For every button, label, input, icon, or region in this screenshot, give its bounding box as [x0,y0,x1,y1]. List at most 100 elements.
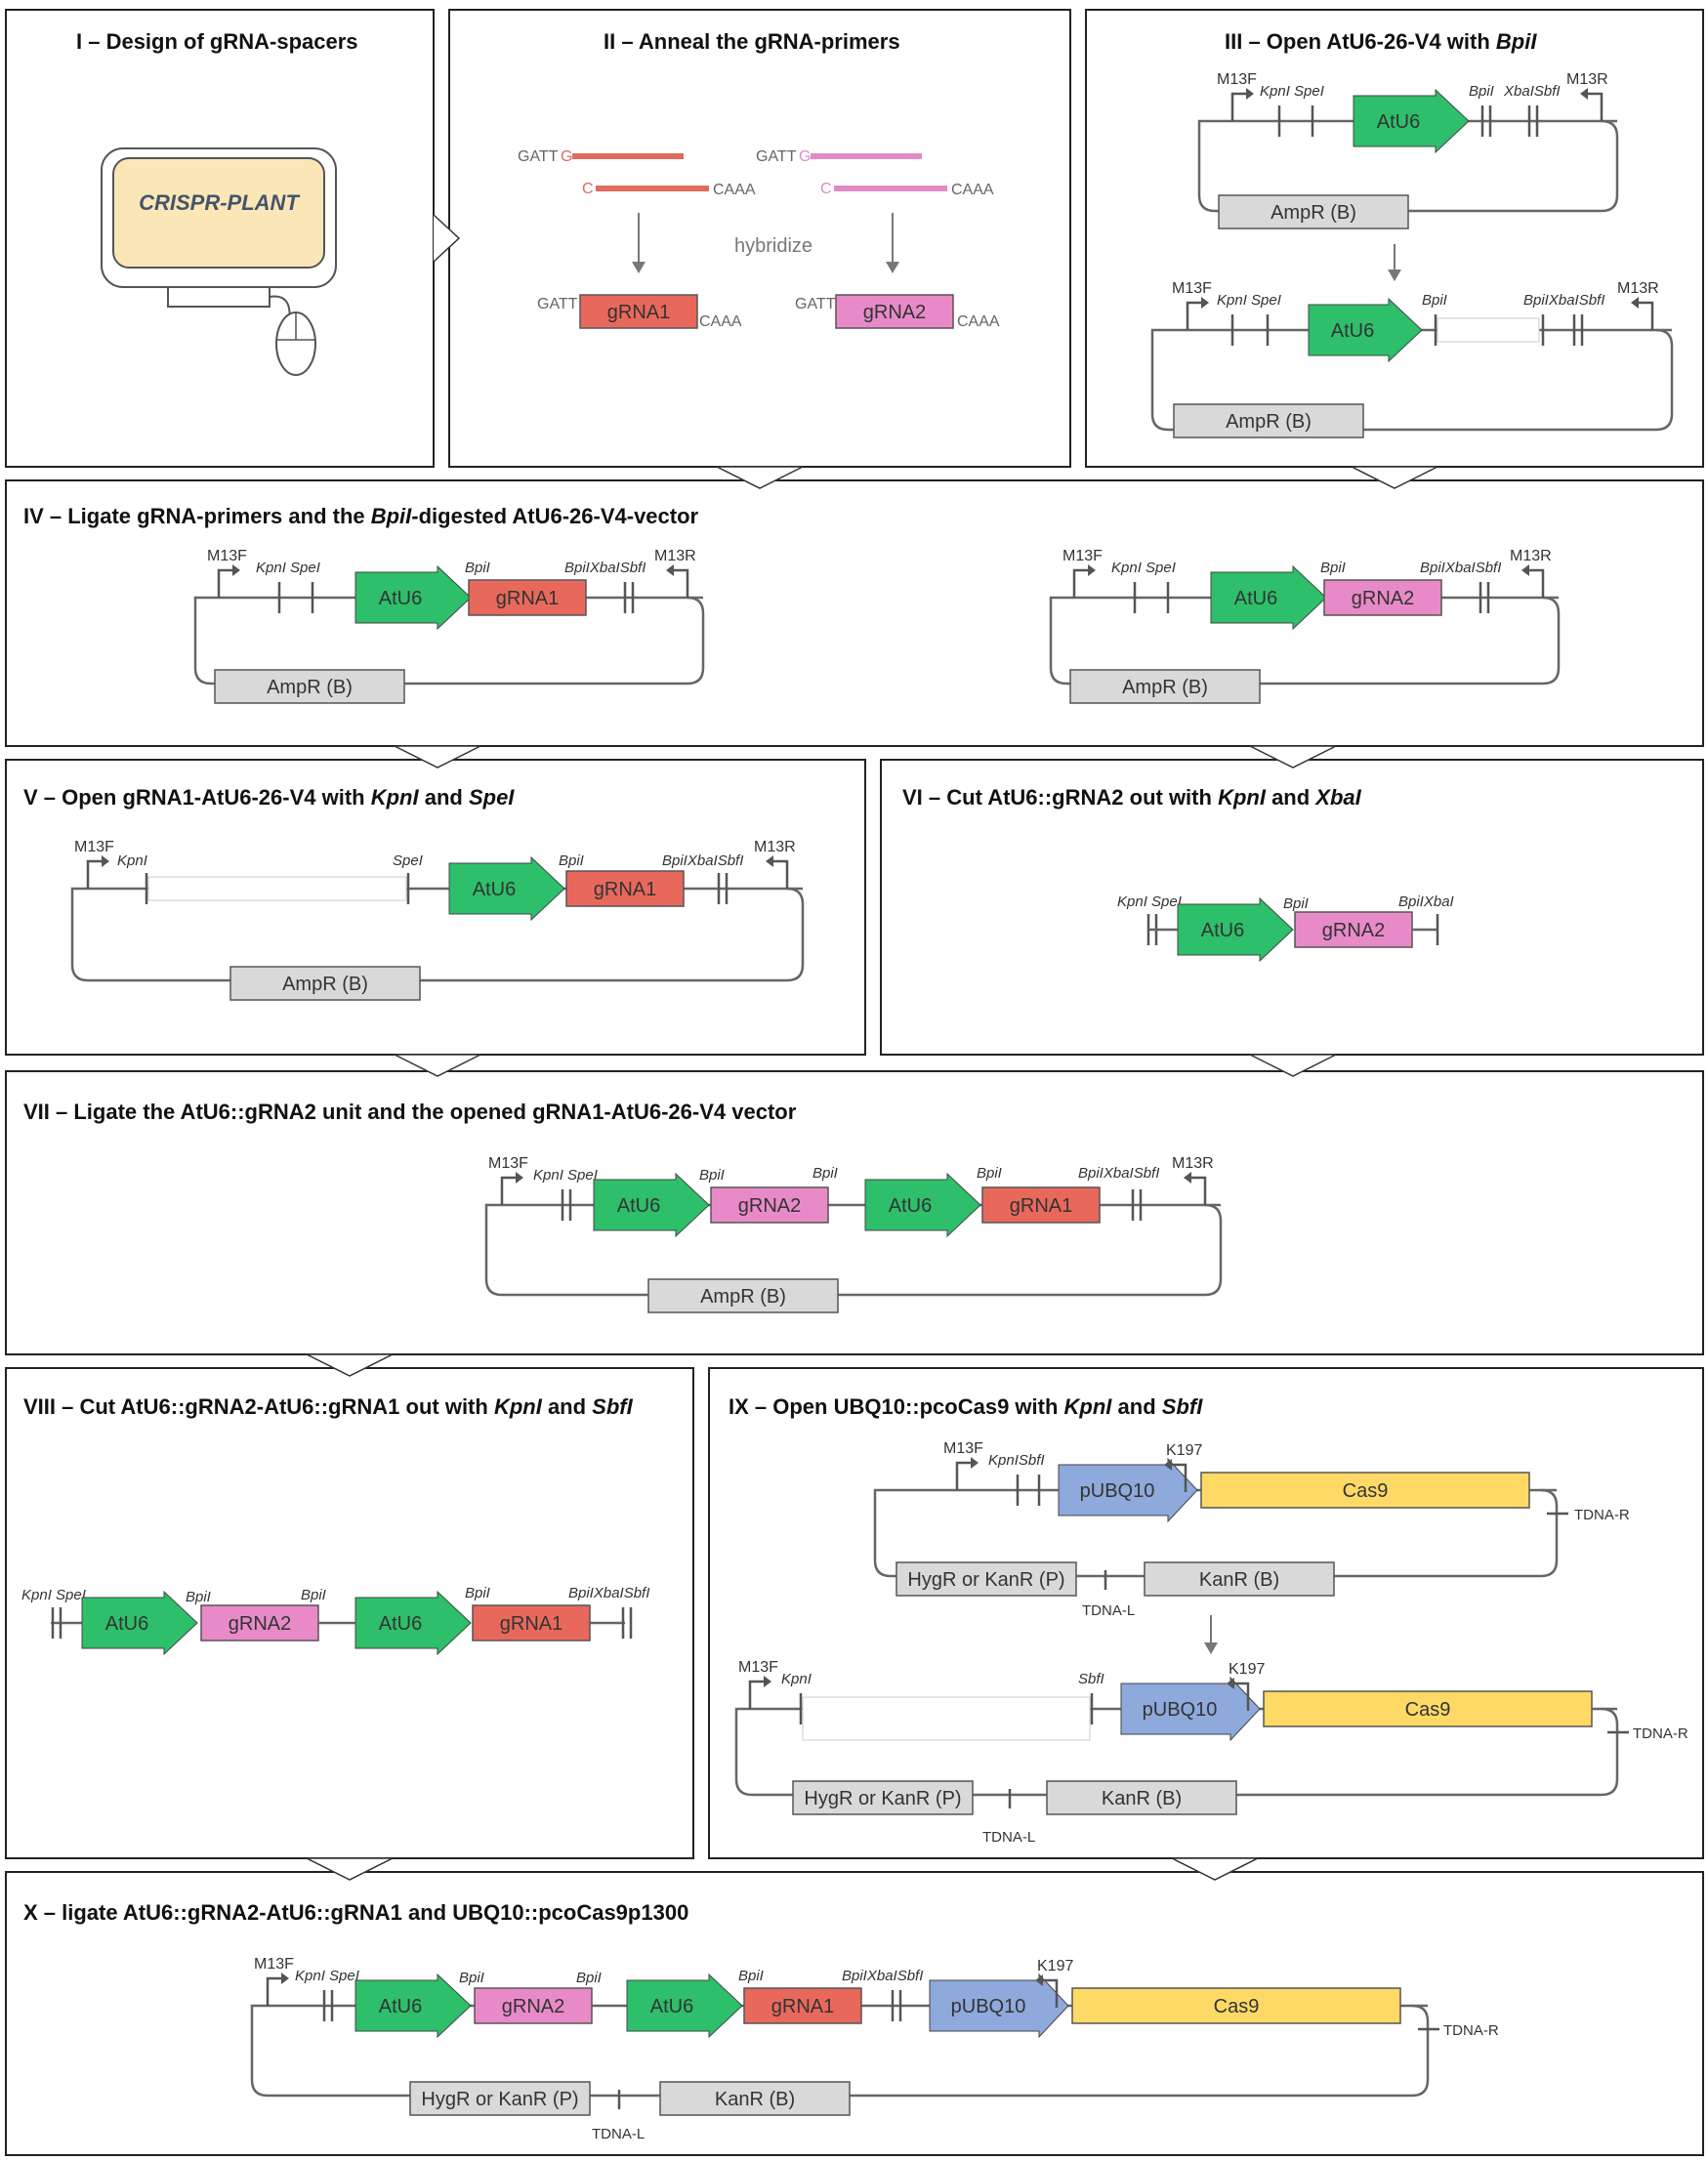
grna2-VI [1294,911,1413,948]
title-segment: and [419,785,469,810]
sbfi-IX-bottom: SbfI [1078,1671,1104,1687]
bpii-xbai-sbfi-VII: BpiIXbaISbfI [1078,1165,1159,1182]
m13r-V [773,859,789,889]
title-segment: V – Open gRNA1-AtU6-26-V4 with [23,785,371,810]
plasmid-IV-grna1-backbone [193,596,705,686]
grna2-VI-label: gRNA2 [1322,920,1385,941]
xbai-sbfi-label: XbaISbfI [1503,83,1561,100]
panel-X-title: X – ligate AtU6::gRNA2-AtU6::gRNA1 and U… [23,1900,688,1925]
hygr-IX-top [896,1561,1077,1597]
atu6-III-bottom-label: AtU6 [1331,320,1374,342]
bpii-xbai-sbfi-X: BpiIXbaISbfI [842,1968,923,1984]
kpni-spei-X: KpnI SpeI [295,1968,359,1984]
connector-V-VII [394,1054,481,1077]
atu6-X-a [354,1973,472,2039]
tdna-r-IX-bottom: TDNA-R [1633,1725,1688,1742]
m13r-VII-label: M13R [1172,1155,1214,1172]
title-segment: SbfI [592,1394,633,1419]
grna1-VIII-label: gRNA1 [500,1613,562,1635]
m13f-V [86,859,102,889]
bpii-VIII-b: BpiI [301,1587,326,1603]
hybridize-arrow-2-head [886,262,899,273]
hygr-X-label: HygR or KanR (P) [421,2089,578,2110]
tdna-l-X: TDNA-L [592,2126,645,2142]
plasmid-IV-grna2-m13f-head [1088,564,1096,576]
digest-arrow-III-head [1388,270,1401,281]
panel-II-title: II – Anneal the gRNA-primers [604,29,900,54]
connector-IV-VI [1249,745,1337,769]
panel-IX-title: IX – Open UBQ10::pcoCas9 with KpnI and S… [729,1394,1203,1419]
hygr-IX-top-label: HygR or KanR (P) [907,1569,1064,1591]
title-segment: VIII – Cut AtU6::gRNA2-AtU6::gRNA1 out w… [23,1394,494,1419]
m13f-VII-head [516,1172,523,1184]
plasmid-IV-grna2-m13r-head [1521,564,1529,576]
ampr-III-top-label: AmpR (B) [1271,202,1356,224]
m13f-IX-bottom-head [764,1676,771,1687]
title-segment: III – Open AtU6-26-V4 with [1225,29,1496,54]
m13r-VII [1191,1176,1207,1205]
kanr-IX-bottom [1046,1780,1237,1815]
panel-I-title: I – Design of gRNA-spacers [76,29,358,54]
atu6-V-label: AtU6 [473,879,516,900]
title-segment: VI – Cut AtU6::gRNA2 out with [902,785,1218,810]
title-segment: I – Design of gRNA-spacers [76,29,358,54]
title-segment: BpiI [1496,29,1537,54]
excised-region-V [147,876,407,901]
m13f-IX-top-label: M13F [943,1440,983,1457]
duplex2-overhang-top: GATT [795,296,836,312]
cas9-X-label: Cas9 [1214,1996,1260,2017]
plasmid-IV-grna1-atu6 [354,564,472,631]
grna1-X [743,1987,862,2024]
spei-V-label: SpeI [393,852,423,869]
m13f-III-bottom-head [1201,297,1209,309]
pubq10-IX-bottom-label: pUBQ10 [1143,1699,1218,1721]
kpni-spei-VI: KpnI SpeI [1117,893,1182,910]
grna1-X-label: gRNA1 [771,1996,834,2017]
m13f-IX-top-head [971,1457,979,1469]
m13f-X [266,1976,281,2006]
plasmid-IV-grna2-m13r-label: M13R [1510,548,1552,564]
connector-VIII-X [306,1857,394,1881]
atu6-VII-b [864,1172,981,1238]
atu6-VIII-b-label: AtU6 [379,1613,422,1635]
hygr-X [409,2081,591,2116]
tdna-l-IX-top: TDNA-L [1082,1602,1135,1619]
primer2-overhang-g: G [799,148,811,165]
m13f-V-head [102,855,109,867]
atu6-VIII-b [354,1590,472,1656]
panel-IX [708,1367,1704,1859]
title-segment: SbfI [1162,1394,1203,1419]
digest-arrow-IX-head [1204,1642,1218,1654]
plasmid-IV-grna2-bpii-left: BpiI [1320,560,1346,576]
grna2-VII-label: gRNA2 [738,1195,801,1217]
ampr-III-bottom-label: AmpR (B) [1226,411,1312,433]
bpii-VIII-a: BpiI [186,1589,211,1605]
atu6-X-a-label: AtU6 [379,1996,422,2017]
tdna-l-IX-bottom: TDNA-L [982,1829,1035,1846]
panel-VIII-title: VIII – Cut AtU6::gRNA2-AtU6::gRNA1 out w… [23,1394,634,1419]
title-segment: BpiI [371,504,412,528]
k197-X-head [1035,1974,1043,1986]
connector-VII-VIII [306,1353,394,1377]
atu6-X-b-label: AtU6 [650,1996,693,2017]
primer1-overhang-top: GATT [518,148,559,165]
plasmid-IV-grna2-bpii-xbai-sbfi: BpiIXbaISbfI [1420,560,1501,576]
plasmid-IV-grna2-ampr-label: AmpR (B) [1122,677,1208,698]
plasmid-IV-grna1-m13r [674,568,689,598]
panel-VI [880,759,1704,1056]
title-segment: KpnI [371,785,420,810]
m13f-VII-label: M13F [488,1155,528,1172]
ampr-III-bottom [1173,403,1364,438]
hybridize-label: hybridize [734,235,812,257]
atu6-III-top [1353,88,1470,154]
primer2-overhang-c: C [820,181,832,197]
k197-IX-bottom-label: K197 [1229,1661,1265,1678]
plasmid-IV-grna1-ampr [214,669,405,704]
plasmid-IX-top-backbone [873,1488,1559,1578]
title-segment: and [1111,1394,1161,1419]
bpii-label: BpiI [1422,292,1447,309]
plasmid-IV-grna2-atu6 [1210,564,1327,631]
duplex-grna1-label: gRNA1 [607,302,670,323]
grna2-VIII [200,1604,319,1642]
cas9-IX-top [1200,1472,1530,1509]
